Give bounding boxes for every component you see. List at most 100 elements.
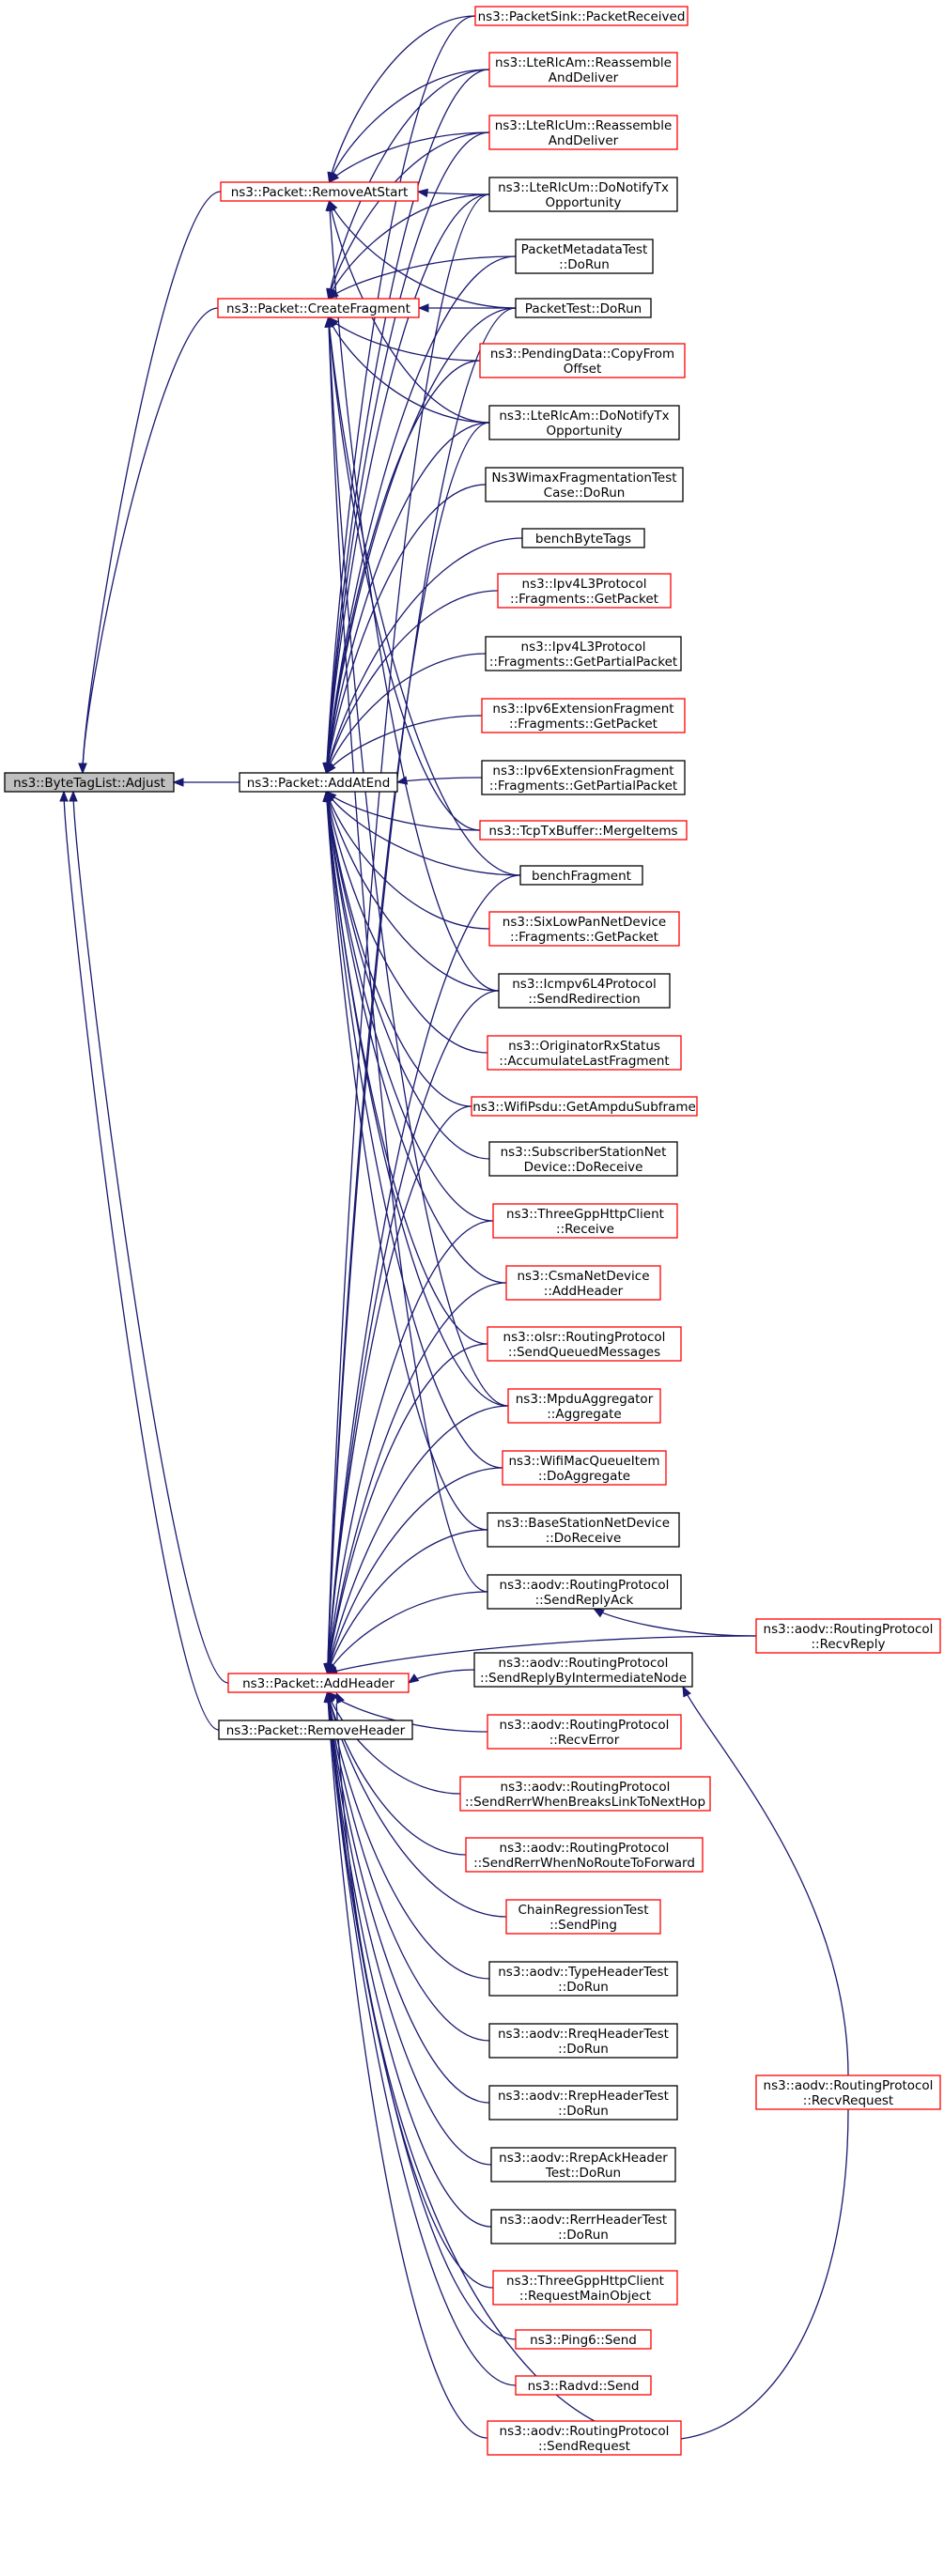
- node-label: ::DoRun: [558, 1980, 609, 1995]
- node-aodv-recvreply[interactable]: ns3::aodv::RoutingProtocol::RecvReply: [755, 1618, 941, 1654]
- node-csmanetdevice-addheader[interactable]: ns3::CsmaNetDevice::AddHeader: [505, 1265, 661, 1301]
- node-label: ChainRegressionTest: [518, 1903, 649, 1918]
- node-label: ns3::Packet::AddHeader: [242, 1676, 395, 1691]
- edge-packet-removeatstart-to-bytetaglist-adjust: [82, 191, 222, 774]
- edge-aodv-recvreply-to-aodv-sendreplyack: [593, 1608, 757, 1637]
- edge-ipv4l3-getpartialpacket-to-packet-addatend: [325, 653, 487, 774]
- node-label: ns3::aodv::RreqHeaderTest: [498, 2027, 669, 2042]
- node-packettest-dorun[interactable]: PacketTest::DoRun: [515, 298, 652, 318]
- node-chainregressiontest-sendping[interactable]: ChainRegressionTest::SendPing: [505, 1899, 661, 1935]
- node-label: ::RecvReply: [812, 1637, 886, 1652]
- node-threegpphttpclient-requestmainobject[interactable]: ns3::ThreeGppHttpClient::RequestMainObje…: [492, 2270, 678, 2306]
- node-box: [755, 2075, 941, 2110]
- node-label: ns3::SubscriberStationNet: [501, 1145, 667, 1160]
- edge-ipv6ext-getpacket-to-packet-addatend: [325, 715, 483, 774]
- node-radvd-send[interactable]: ns3::Radvd::Send: [515, 2375, 652, 2396]
- node-aodv-sendrequest[interactable]: ns3::aodv::RoutingProtocol::SendRequest: [487, 2420, 682, 2456]
- node-aodv-rerrheadertest[interactable]: ns3::aodv::RerrHeaderTest::DoRun: [490, 2209, 676, 2244]
- node-sixlowpan-getpacket[interactable]: ns3::SixLowPanNetDevice::Fragments::GetP…: [488, 911, 680, 947]
- node-label: Offset: [564, 362, 602, 377]
- node-label: AndDeliver: [549, 133, 619, 148]
- node-label: ::SendReplyByIntermediateNode: [480, 1671, 687, 1686]
- node-label: ns3::Icmpv6L4Protocol: [512, 977, 657, 992]
- node-label: ns3::aodv::RrepHeaderTest: [498, 2089, 669, 2104]
- node-mpduaggregator-aggregate[interactable]: ns3::MpduAggregator::Aggregate: [507, 1388, 661, 1424]
- node-olsr-sendqueuedmessages[interactable]: ns3::olsr::RoutingProtocol::SendQueuedMe…: [487, 1326, 682, 1362]
- node-basestation-doreceive[interactable]: ns3::BaseStationNetDevice::DoReceive: [487, 1512, 680, 1548]
- node-benchbytetags[interactable]: benchByteTags: [521, 528, 645, 548]
- node-label: ns3::aodv::RoutingProtocol: [500, 1841, 670, 1856]
- edge-lterlcam-reassemble-to-packet-addatend: [325, 69, 490, 774]
- node-packetmetadatatest-dorun[interactable]: PacketMetadataTest::DoRun: [515, 239, 654, 274]
- node-box: [474, 6, 689, 26]
- node-packet-removeheader[interactable]: ns3::Packet::RemoveHeader: [218, 1720, 413, 1740]
- node-label: ::Receive: [556, 1222, 614, 1237]
- node-subscriberstation-doreceive[interactable]: ns3::SubscriberStationNetDevice::DoRecei…: [488, 1141, 678, 1177]
- node-packet-addatend[interactable]: ns3::Packet::AddAtEnd: [239, 772, 398, 793]
- edge-lterlcum-donotifytx-to-packet-addheader: [326, 193, 490, 1674]
- node-aodv-sendreplybyintermediate[interactable]: ns3::aodv::RoutingProtocol::SendReplyByI…: [473, 1652, 693, 1688]
- node-tcptxbuffer-mergeitems[interactable]: ns3::TcpTxBuffer::MergeItems: [479, 820, 688, 841]
- edge-wifipsdu-getampdusubframe-to-packet-addheader: [326, 1105, 472, 1674]
- node-label: ::DoRun: [559, 257, 610, 272]
- node-packet-createfragment[interactable]: ns3::Packet::CreateFragment: [217, 298, 420, 318]
- node-label: ns3::aodv::RoutingProtocol: [500, 1578, 670, 1593]
- node-ipv4l3-getpacket[interactable]: ns3::Ipv4L3Protocol::Fragments::GetPacke…: [497, 573, 672, 609]
- node-packetsink-packetreceived[interactable]: ns3::PacketSink::PacketReceived: [474, 6, 689, 26]
- node-wifimacqueueitem-doaggregate[interactable]: ns3::WifiMacQueueItem::DoAggregate: [502, 1450, 667, 1486]
- node-wifipsdu-getampdusubframe[interactable]: ns3::WifiPsdu::GetAmpduSubframe: [471, 1096, 698, 1117]
- node-originatorrxstatus[interactable]: ns3::OriginatorRxStatus::AccumulateLastF…: [487, 1035, 682, 1071]
- node-label: ns3::Ipv4L3Protocol: [521, 640, 646, 655]
- node-aodv-senderrwhenbreaks[interactable]: ns3::aodv::RoutingProtocol::SendRerrWhen…: [459, 1776, 711, 1812]
- edge-aodv-sendrequest-to-packet-addheader: [326, 1691, 488, 2439]
- node-label: ns3::Ipv4L3Protocol: [522, 577, 647, 592]
- node-ipv4l3-getpartialpacket[interactable]: ns3::Ipv4L3Protocol::Fragments::GetParti…: [485, 636, 682, 671]
- node-packet-addheader[interactable]: ns3::Packet::AddHeader: [227, 1673, 410, 1693]
- node-box: [217, 298, 420, 318]
- node-label: ns3::aodv::RoutingProtocol: [764, 2078, 934, 2093]
- node-icmpv6l4-sendredirection[interactable]: ns3::Icmpv6L4Protocol::SendRedirection: [498, 973, 671, 1009]
- node-box: [487, 1574, 682, 1610]
- node-box: [507, 1388, 661, 1424]
- node-threegpphttpclient-receive[interactable]: ns3::ThreeGppHttpClient::Receive: [492, 1203, 678, 1239]
- node-label: ::SendRequest: [538, 2439, 630, 2454]
- edge-packetsink-packetreceived-to-packet-addatend: [325, 15, 476, 774]
- node-box: [479, 343, 686, 378]
- node-box: [487, 1714, 682, 1750]
- node-label: ::DoRun: [558, 2104, 609, 2119]
- node-packet-removeatstart[interactable]: ns3::Packet::RemoveAtStart: [220, 181, 419, 202]
- node-label: ns3::Ipv6ExtensionFragment: [492, 764, 673, 779]
- node-benchfragment[interactable]: benchFragment: [519, 865, 643, 886]
- edge-lterlcum-reassemble-to-packet-addatend: [325, 131, 490, 774]
- node-aodv-sendreplyack[interactable]: ns3::aodv::RoutingProtocol::SendReplyAck: [487, 1574, 682, 1610]
- node-box: [479, 820, 688, 841]
- edge-aodv-senderrwhenbreaks-to-packet-addheader: [326, 1691, 461, 1795]
- edge-arrowhead: [327, 288, 339, 300]
- node-aodv-rreqheadertest[interactable]: ns3::aodv::RreqHeaderTest::DoRun: [488, 2023, 678, 2059]
- node-ping6-send[interactable]: ns3::Ping6::Send: [515, 2329, 652, 2350]
- edge-benchfragment-to-packet-addheader: [326, 874, 521, 1674]
- node-box: [488, 2023, 678, 2059]
- edge-lterlcam-donotifytx-to-packet-addatend: [325, 422, 490, 774]
- node-aodv-senderrwhennoroute[interactable]: ns3::aodv::RoutingProtocol::SendRerrWhen…: [465, 1837, 704, 1873]
- node-ipv6ext-getpartialpacket[interactable]: ns3::Ipv6ExtensionFragment::Fragments::G…: [481, 760, 686, 795]
- node-bytetaglist-adjust[interactable]: ns3::ByteTagList::Adjust: [4, 772, 175, 793]
- node-aodv-recvrequest[interactable]: ns3::aodv::RoutingProtocol::RecvRequest: [755, 2075, 941, 2110]
- node-box: [505, 1899, 661, 1935]
- node-label: ns3::aodv::RoutingProtocol: [500, 2424, 670, 2439]
- edge-ipv4l3-getpacket-to-packet-addatend: [325, 590, 499, 774]
- node-label: ns3::PacketSink::PacketReceived: [478, 9, 686, 24]
- node-ipv6ext-getpacket[interactable]: ns3::Ipv6ExtensionFragment::Fragments::G…: [481, 698, 686, 733]
- node-label: Opportunity: [546, 424, 622, 439]
- node-aodv-typeheadertest[interactable]: ns3::aodv::TypeHeaderTest::DoRun: [488, 1961, 678, 1997]
- edge-pendingdata-copyfromoffset-to-packet-createfragment: [328, 316, 481, 362]
- node-aodv-rrepheadertest[interactable]: ns3::aodv::RrepHeaderTest::DoRun: [488, 2085, 678, 2121]
- node-aodv-recverror[interactable]: ns3::aodv::RoutingProtocol::RecvError: [487, 1714, 682, 1750]
